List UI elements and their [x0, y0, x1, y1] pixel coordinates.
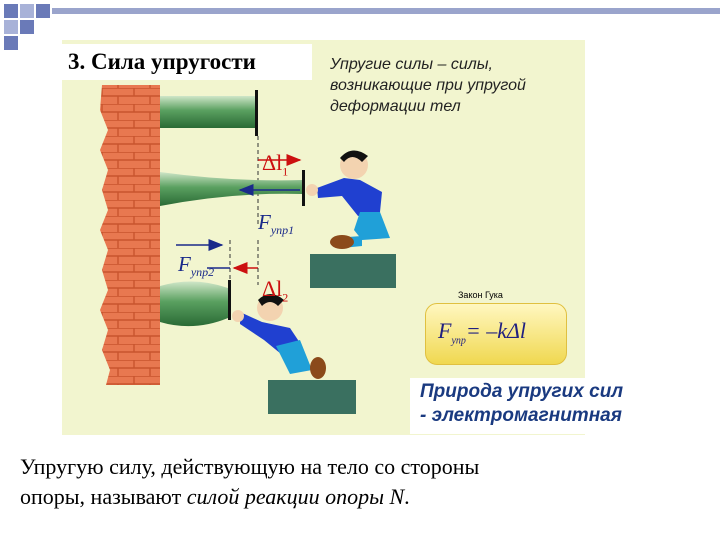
definition-text: Упругие силы – силы, возникающие при упр… [330, 54, 580, 117]
nature-box: Природа упругих сил- электромагнитная [410, 378, 690, 434]
green-rod [160, 90, 258, 136]
bottom-text-line2: опоры, называют силой реакции опоры N. [20, 484, 410, 509]
compressed-rod [160, 280, 231, 327]
stretched-rod [160, 170, 305, 206]
hooke-law-box: Fупр= –kΔl [425, 303, 567, 365]
brick-wall [100, 85, 160, 385]
delta-l2-label: Δl2 [262, 276, 289, 305]
bottom-text-part1: Упругую силу, действующую на тело со сто… [20, 454, 480, 479]
stand-block [268, 380, 356, 414]
page-title: 3. Сила упругости [62, 44, 312, 80]
definition-line-2: возникающие при упругой [330, 77, 526, 94]
f-upr1-label: Fупр1 [258, 210, 295, 238]
nature-text: Природа упругих сил- электромагнитная [420, 381, 624, 426]
definition-line-3: деформации тел [330, 98, 461, 115]
bottom-text-emphasis: силой реакции опоры N [186, 484, 405, 509]
person-pulling [306, 150, 390, 249]
bottom-paragraph: Упругую силу, действующую на тело со сто… [20, 452, 676, 512]
hooke-law-title: Закон Гука [458, 290, 503, 300]
f-upr2-label: Fупр2 [178, 252, 215, 280]
person-pushing [232, 294, 326, 379]
slide-figure [62, 40, 585, 435]
hooke-formula: Fупр= –kΔl [438, 318, 527, 347]
definition-line-1: Упругие силы – силы, [330, 56, 493, 73]
delta-l1-label: Δl1 [262, 150, 289, 179]
stand-block [310, 254, 396, 288]
